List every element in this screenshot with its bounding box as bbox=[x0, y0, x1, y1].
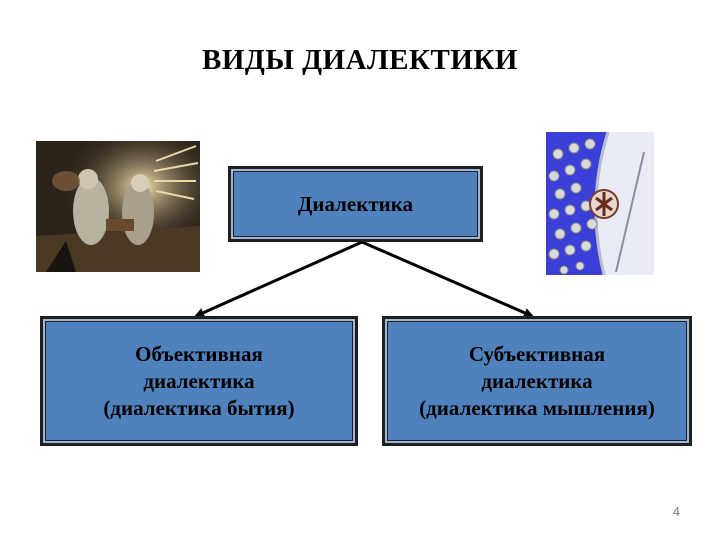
objective-line-2: диалектика bbox=[143, 368, 255, 393]
molecules-image bbox=[546, 132, 654, 275]
slide-title: ВИДЫ ДИАЛЕКТИКИ bbox=[202, 44, 518, 76]
subjective-line-2: диалектика bbox=[481, 368, 593, 393]
arrow-to-objective bbox=[194, 240, 363, 318]
dialectics-root-box: Диалектика bbox=[228, 166, 483, 242]
page-number: 4 bbox=[672, 504, 680, 519]
surreal-painting-image bbox=[36, 141, 200, 272]
arrow-to-subjective bbox=[361, 240, 534, 318]
subjective-dialectics-box: Субъективная диалектика (диалектика мышл… bbox=[382, 316, 692, 446]
subjective-line-3: (диалектика мышления) bbox=[419, 395, 655, 420]
objective-line-1: Объективная bbox=[135, 341, 263, 366]
root-label: Диалектика bbox=[297, 191, 414, 216]
objective-line-3: (диалектика бытия) bbox=[103, 395, 295, 420]
objective-dialectics-box: Объективная диалектика (диалектика бытия… bbox=[40, 316, 358, 446]
subjective-line-1: Субъективная bbox=[468, 341, 606, 366]
